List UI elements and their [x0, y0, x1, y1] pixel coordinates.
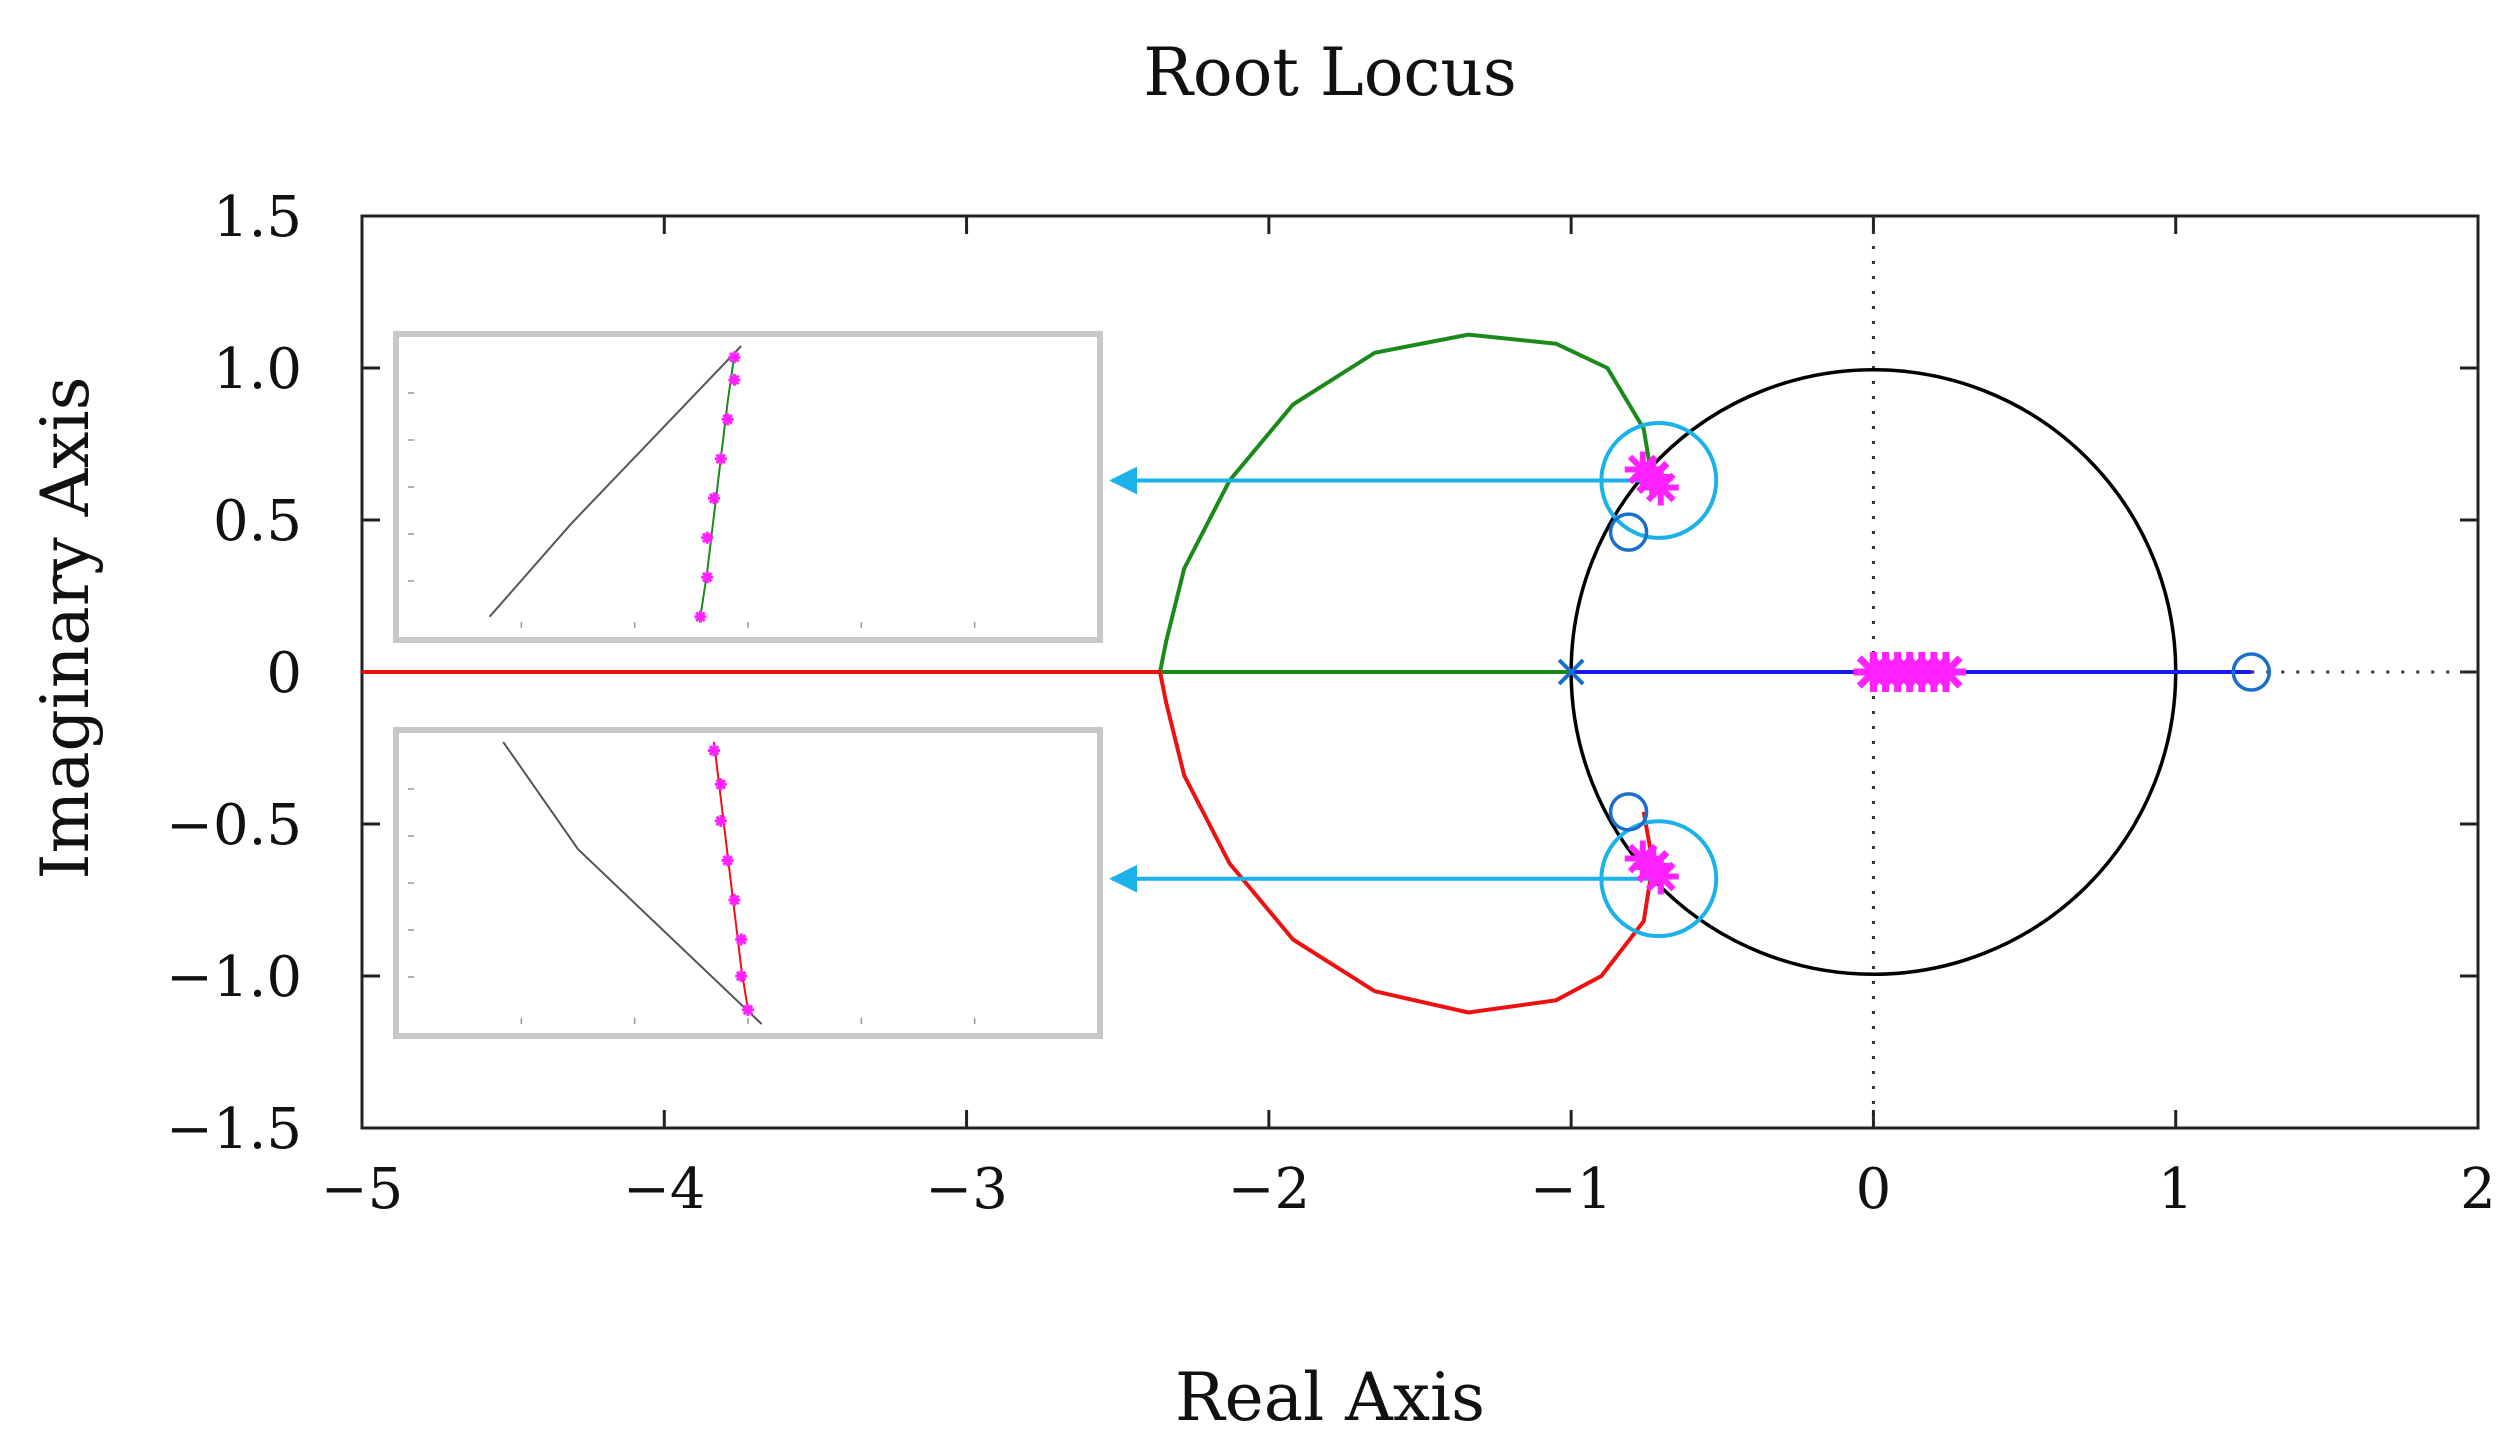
y-tick-label: −0.5 [166, 793, 302, 858]
inset-marker [728, 373, 741, 386]
inset-marker [721, 413, 734, 426]
inset-frame [393, 727, 1103, 1039]
inset-marker [728, 893, 741, 906]
asterisk-stroke [708, 492, 720, 504]
asterisk-stroke [735, 934, 747, 945]
y-axis-title: Imaginary Axis [27, 377, 104, 880]
x-tick-label: −1 [1530, 1157, 1613, 1222]
x-tick-label: 1 [2158, 1157, 2194, 1222]
inset-marker [721, 854, 734, 867]
closed-loop-marker [1925, 652, 1966, 692]
inset-marker [735, 970, 748, 983]
x-axis-title: Real Axis [1175, 1359, 1485, 1436]
x-tick-label: −5 [321, 1157, 404, 1222]
inset-marker [728, 351, 741, 364]
x-tick-label: 2 [2460, 1157, 2496, 1222]
y-tick-label: 1.5 [213, 185, 302, 250]
asterisk-stroke [1929, 655, 1963, 689]
asterisk-stroke [1627, 843, 1658, 874]
asterisk-stroke [742, 1004, 754, 1016]
plot-area: −5 −4 −3 −2 −1 0 1 2 1.5 1.0 0.5 0 −0.5 −1.0 −1.5 [166, 185, 2496, 1222]
asterisk-stroke [722, 414, 733, 425]
inset-marker [708, 744, 720, 757]
asterisk-stroke [735, 970, 747, 982]
inset-frame [393, 331, 1103, 643]
y-tick-label: 0 [266, 641, 302, 706]
x-tick-label: 0 [1856, 1157, 1892, 1222]
inset-marker [742, 1003, 754, 1016]
zero-marker [2231, 652, 2272, 692]
locus-branch-2 [362, 670, 1655, 1015]
asterisk-stroke [715, 815, 727, 827]
inset-marker [714, 452, 727, 465]
inset-marker [701, 531, 714, 544]
inset-line [502, 741, 763, 1025]
chart-title: Root Locus [1143, 34, 1517, 111]
asterisk-stroke [1645, 861, 1676, 892]
x-tick-label: −4 [623, 1157, 706, 1222]
asterisk-stroke [701, 571, 713, 583]
asterisk-stroke [1627, 454, 1658, 485]
asterisk-stroke [695, 611, 706, 623]
inset-marker [694, 610, 707, 623]
asterisk-stroke [1645, 472, 1676, 503]
inset-line [488, 345, 742, 618]
closed-loop-marker [1642, 858, 1679, 895]
asterisk-stroke [715, 453, 727, 465]
asterisk-stroke [722, 855, 733, 866]
inset-marker [714, 814, 727, 827]
asterisk-stroke [715, 778, 727, 790]
inset-marker [735, 933, 748, 946]
x-tick-label: −3 [925, 1157, 1008, 1222]
inset-marker [714, 778, 727, 791]
inset-marker [701, 571, 714, 584]
inset-upper-left [393, 331, 1103, 643]
pole-marker [1557, 658, 1585, 686]
asterisk-stroke [729, 374, 740, 386]
y-tick-label: −1.5 [166, 1097, 302, 1162]
asterisk-stroke [708, 745, 720, 756]
zero-marker [1608, 512, 1649, 552]
closed-loop-marker [1642, 469, 1679, 506]
inset-lower-left [393, 727, 1103, 1039]
y-tick-label: 1.0 [213, 337, 302, 402]
zero-marker [1608, 792, 1649, 832]
inset-marker [708, 492, 720, 505]
asterisk-stroke [701, 532, 713, 544]
y-tick-label: 0.5 [213, 489, 302, 554]
asterisk-stroke [729, 351, 740, 363]
locus-branch-1 [1158, 332, 1655, 674]
y-tick-label: −1.0 [166, 945, 302, 1010]
x-tick-label: −2 [1228, 1157, 1311, 1222]
asterisk-stroke [729, 894, 740, 906]
